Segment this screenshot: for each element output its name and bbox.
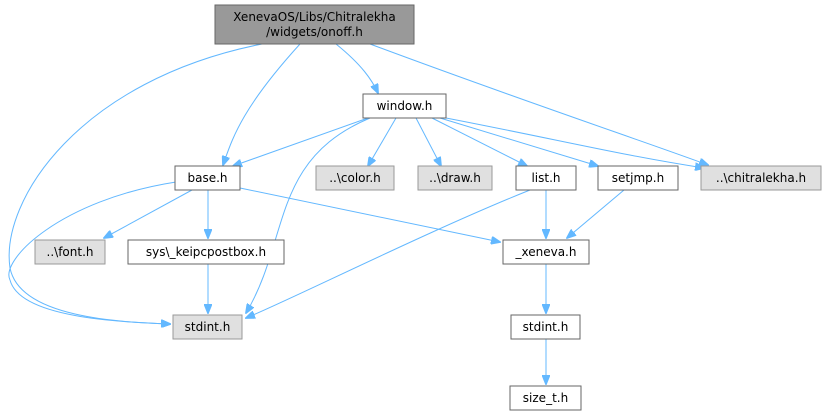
node-label: setjmp.h [612,171,664,185]
edge-root-chitralekha [369,43,708,165]
edge-base-stdint1 [8,181,177,281]
edge-root-window [335,43,378,93]
node-label: XenevaOS/Libs/Chitralekha [233,10,395,24]
node-draw[interactable]: ..\draw.h [417,165,493,191]
node-label: list.h [531,171,560,185]
node-label: ..\font.h [47,245,94,259]
node-label: base.h [187,171,227,185]
edge-setjmp-xeneva [567,189,625,238]
node-stdint1[interactable]: stdint.h [172,314,243,340]
node-list[interactable]: list.h [515,165,577,191]
edge-list-stdint1 [246,189,531,318]
node-box [127,239,285,265]
node-box [362,93,447,119]
node-box [174,165,241,191]
node-box [172,314,243,340]
edge-window-stdint1 [246,117,371,313]
edge-window-setjmp [439,117,598,166]
node-box [34,239,106,265]
node-xeneva[interactable]: _xeneva.h [502,239,590,265]
node-setjmp[interactable]: setjmp.h [597,165,679,191]
edge-base-font [104,189,193,238]
node-label: stdint.h [185,320,231,334]
node-box [315,165,395,191]
node-font[interactable]: ..\font.h [34,239,106,265]
node-label: size_t.h [523,391,568,405]
node-label: window.h [377,99,433,113]
node-window[interactable]: window.h [362,93,447,119]
node-base[interactable]: base.h [174,165,241,191]
edge-window-list [431,117,527,166]
node-label: ..\color.h [329,171,381,185]
edge-window-chitralekha [445,117,704,168]
node-label: sys\_keipcpostbox.h [146,245,266,259]
node-label: /widgets/onoff.h [266,25,363,39]
nodes-layer: XenevaOS/Libs/Chitralekha/widgets/onoff.… [34,4,822,411]
edge-window-base [233,117,369,166]
node-label: ..\chitralekha.h [716,171,806,185]
edge-window-draw [415,117,441,166]
edge-base-xeneva [239,187,500,242]
node-label: ..\draw.h [429,171,481,185]
node-box [597,165,679,191]
edge-window-color [368,117,397,166]
node-box [214,4,415,45]
node-box [515,165,577,191]
node-stdint2[interactable]: stdint.h [510,314,581,340]
node-sizet[interactable]: size_t.h [509,385,582,411]
node-box [502,239,590,265]
node-box [510,314,581,340]
edge-base-stdint1 [9,279,170,324]
node-postbox[interactable]: sys\_keipcpostbox.h [127,239,285,265]
node-color[interactable]: ..\color.h [315,165,395,191]
node-label: _xeneva.h [515,245,577,259]
node-box [509,385,582,411]
node-root[interactable]: XenevaOS/Libs/Chitralekha/widgets/onoff.… [214,4,415,45]
node-chitralekha[interactable]: ..\chitralekha.h [700,165,822,191]
node-box [417,165,493,191]
edges-layer [8,43,708,384]
edge-root-base [223,43,301,165]
node-label: stdint.h [523,320,569,334]
node-box [700,165,822,191]
edge-root-stdint1 [8,43,263,269]
edge-root-stdint1 [9,267,170,324]
